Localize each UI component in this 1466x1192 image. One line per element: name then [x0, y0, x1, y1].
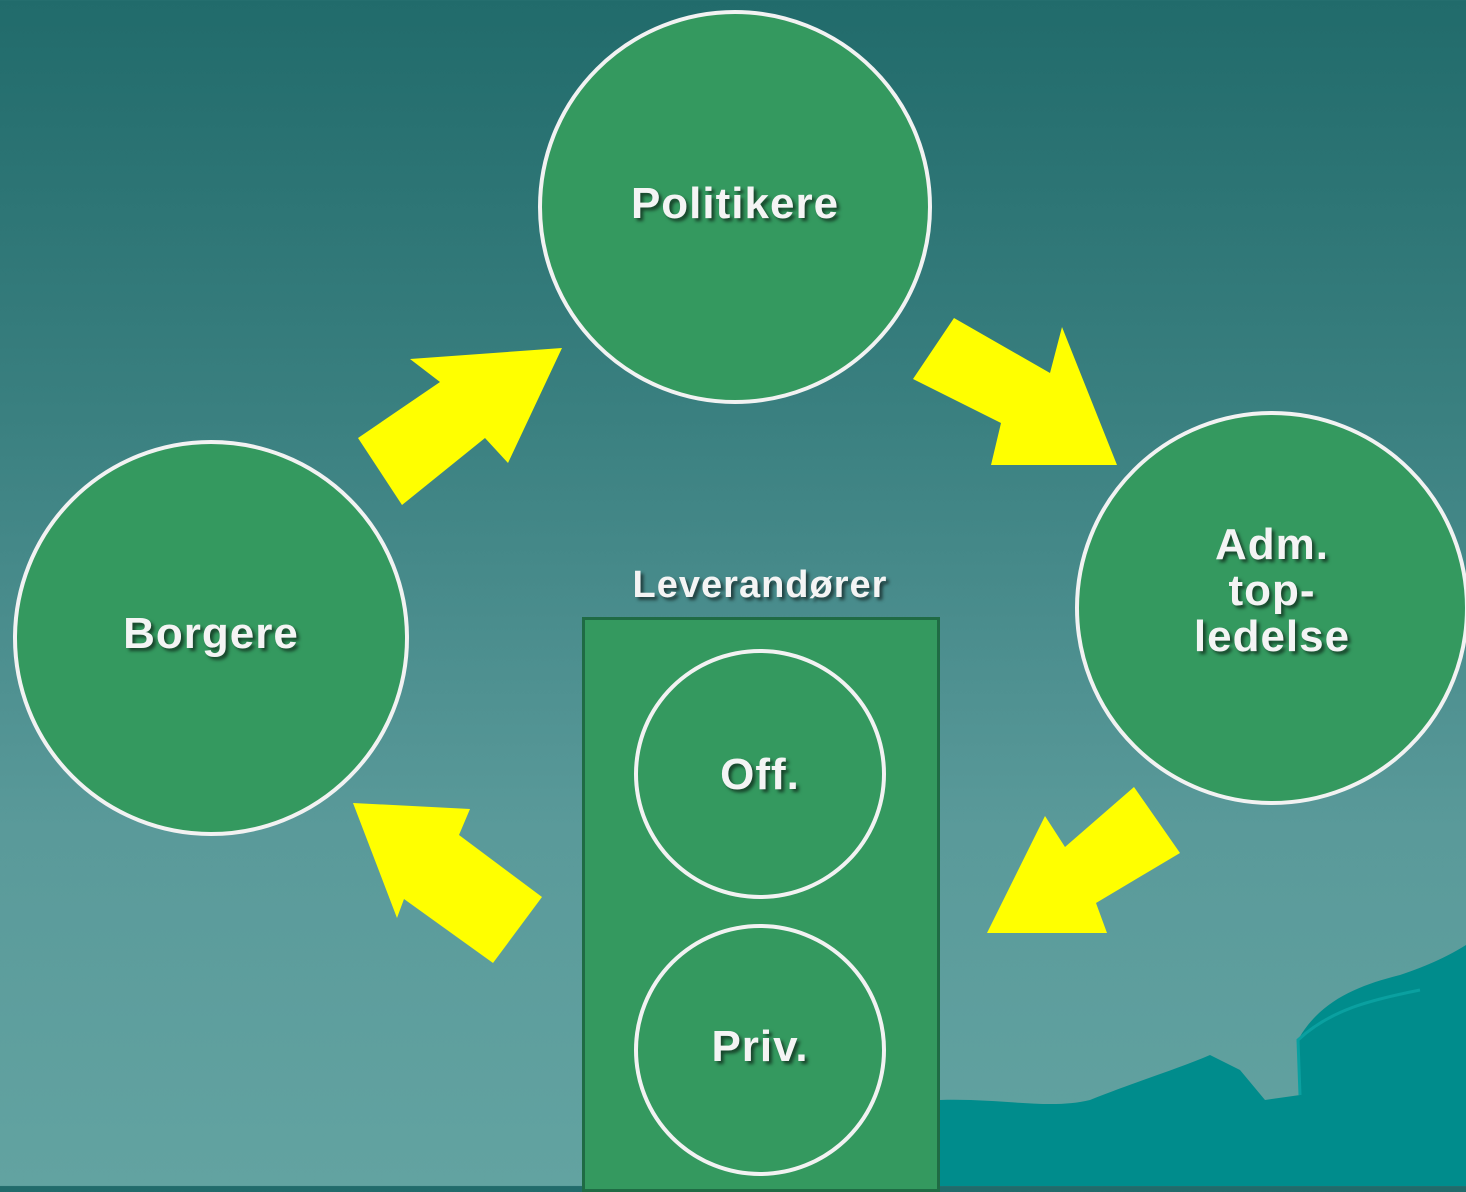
adm-label-line3: ledelse [1193, 612, 1351, 661]
node-adm-topledelse: Adm. top- ledelse [1075, 411, 1466, 805]
arrow-borgere-to-politikere [358, 348, 562, 505]
off-label: Off. [720, 750, 800, 799]
adm-label-line2: top- [1228, 566, 1316, 615]
adm-label: Adm. top- ledelse [1194, 522, 1350, 660]
node-borgere: Borgere [13, 440, 409, 836]
borgere-label: Borgere [123, 609, 299, 658]
node-politikere: Politikere [538, 10, 932, 404]
politikere-label: Politikere [630, 179, 840, 228]
node-priv: Priv. [634, 924, 886, 1176]
suppliers-title: Leverandører [632, 564, 888, 606]
arrow-adm-to-leverandorer [987, 787, 1180, 933]
adm-label-line1: Adm. [1215, 520, 1329, 569]
arrow-politikere-to-adm [913, 318, 1117, 465]
node-off: Off. [634, 649, 886, 899]
arrow-leverandorer-to-borgere [353, 803, 542, 963]
priv-label: Priv. [711, 1022, 809, 1071]
